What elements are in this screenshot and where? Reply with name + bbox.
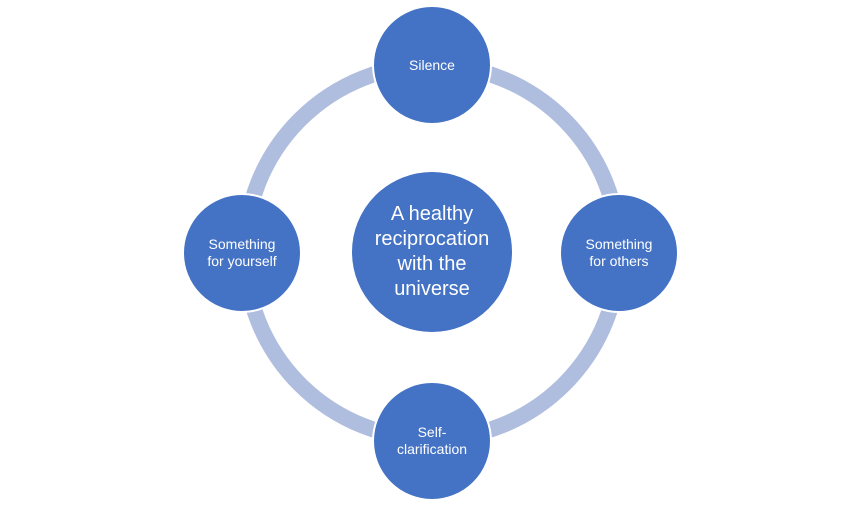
- center-circle: A healthy reciprocation with the univers…: [350, 170, 514, 334]
- node-something-for-yourself: Something for yourself: [182, 193, 302, 313]
- center-label: A healthy reciprocation with the univers…: [374, 203, 490, 300]
- node-label-silence: Silence: [409, 56, 455, 73]
- node-silence: Silence: [372, 5, 492, 125]
- node-label-self-clarification: Self- clarification: [396, 424, 468, 457]
- node-label-something-for-others: Something for others: [585, 236, 653, 269]
- node-something-for-others: Something for others: [559, 193, 679, 313]
- node-label-something-for-yourself: Something for yourself: [207, 236, 277, 269]
- node-self-clarification: Self- clarification: [372, 381, 492, 501]
